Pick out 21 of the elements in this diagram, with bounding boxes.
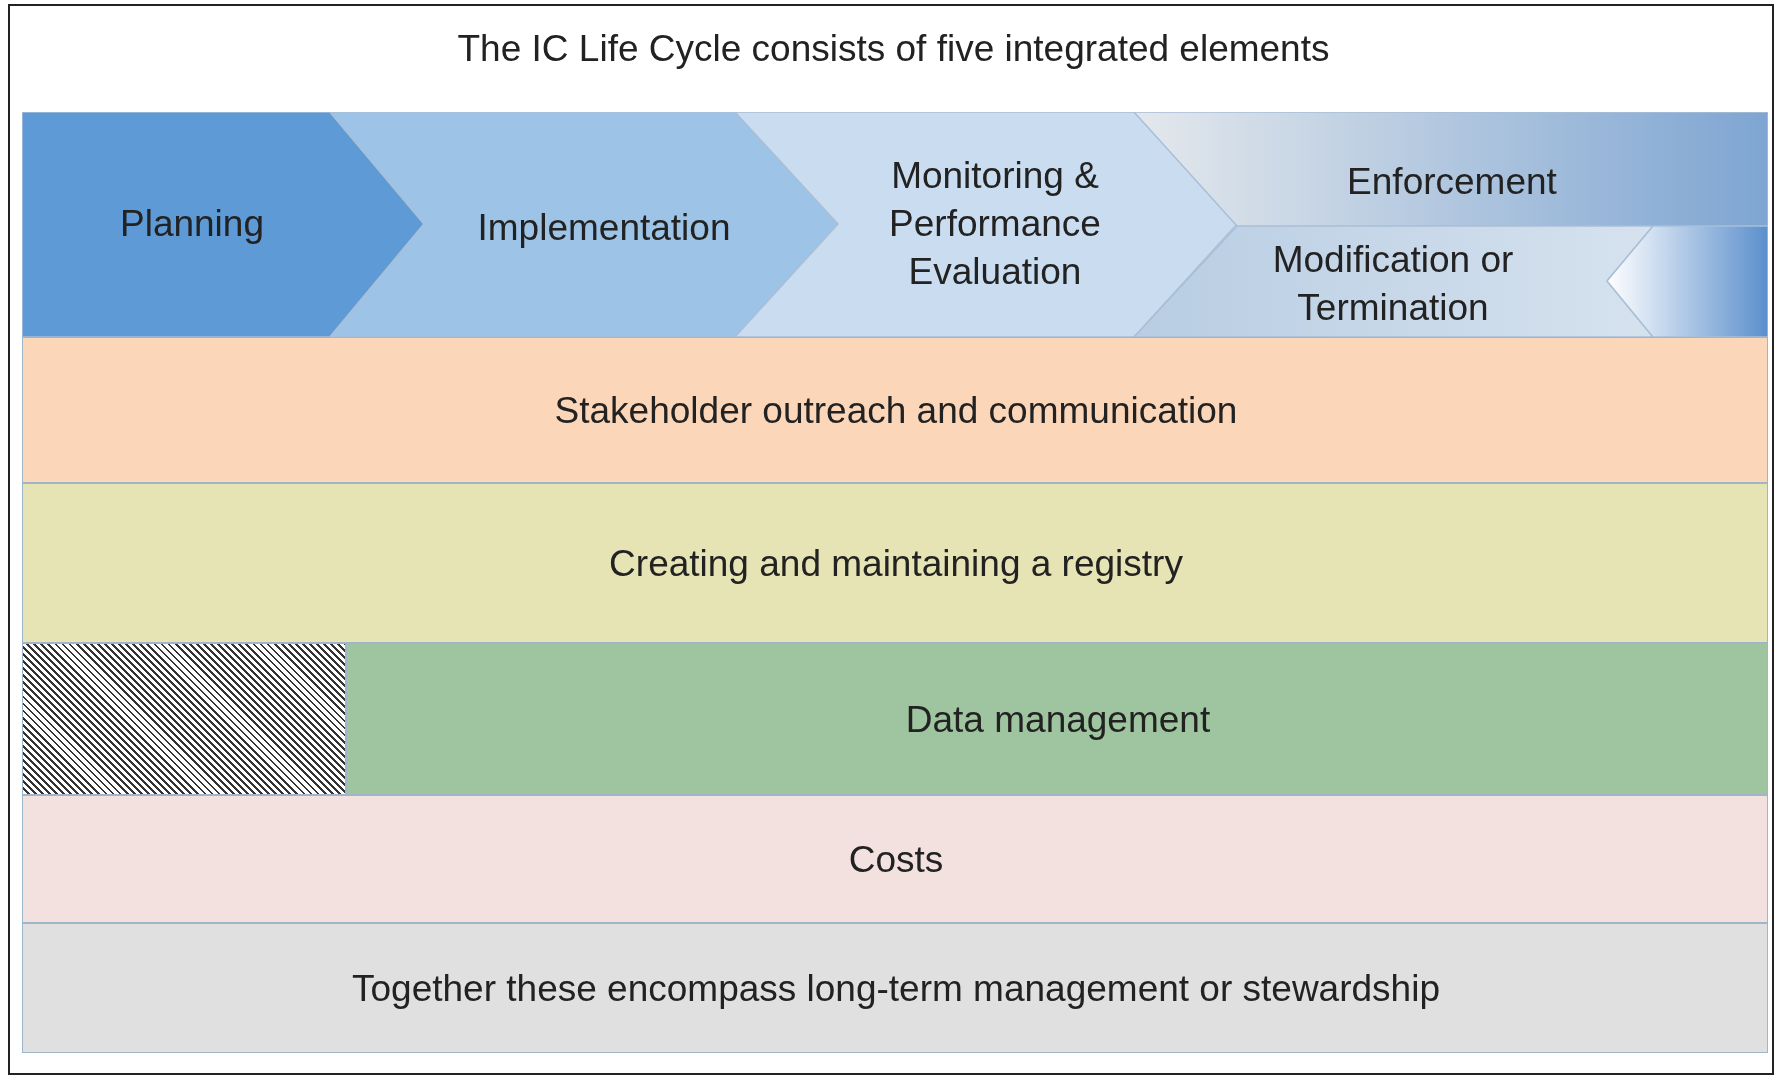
band [346, 643, 1768, 795]
chevron-step [330, 112, 838, 337]
step-label: Implementation [476, 205, 732, 250]
title: The IC Life Cycle consists of five integrated elements [456, 28, 1331, 70]
chevron-shape [1607, 226, 1768, 337]
chevron-step [735, 112, 1237, 337]
step-label: Monitoring & Performance Evaluation [888, 153, 1102, 295]
band [22, 923, 1768, 1053]
band-label: Stakeholder outreach and communication [554, 388, 1238, 433]
band [22, 483, 1768, 643]
band-label: Together these encompass long-term management or stewardship [352, 966, 1440, 1011]
band-label: Creating and maintaining a registry [609, 541, 1183, 586]
band [22, 337, 1768, 483]
step-label: Planning [119, 201, 265, 246]
step-label: Modification or Termination [1271, 237, 1515, 330]
band-label: Costs [848, 837, 944, 882]
step-label: Enforcement [1346, 159, 1558, 204]
hatched-box [22, 643, 346, 795]
band [22, 795, 1768, 923]
chevron-step [22, 112, 424, 337]
band-label: Data management [905, 697, 1211, 742]
